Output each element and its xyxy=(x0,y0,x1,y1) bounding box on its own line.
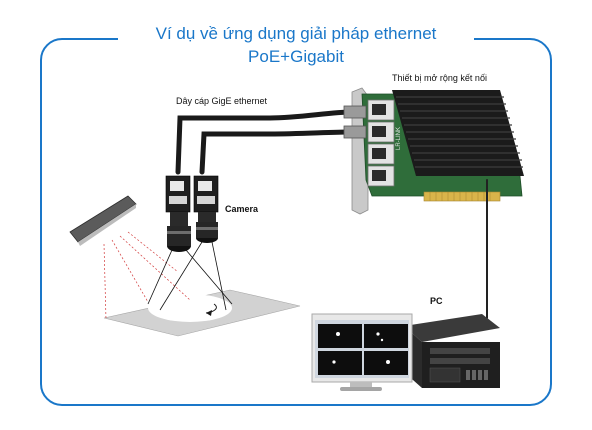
brand-mark: LR-LINK xyxy=(396,127,402,150)
cable-label: Dây cáp GigE ethernet xyxy=(176,96,268,106)
camera-label: Camera xyxy=(225,204,259,214)
light-bar xyxy=(69,195,137,246)
rj45-ports xyxy=(367,99,395,187)
expansion-card: LR-LINK xyxy=(351,87,524,215)
monitor xyxy=(311,313,413,391)
cameras xyxy=(165,175,219,252)
pc-tower xyxy=(404,314,500,388)
title-line-2: PoE+Gigabit xyxy=(248,47,344,66)
ethernet-cables xyxy=(175,105,488,319)
inspection-plane xyxy=(103,231,301,337)
diagram-title: Ví dụ về ứng dụng giải pháp ethernet PoE… xyxy=(118,22,474,72)
expansion-card-label: Thiết bị mở rộng kết nối xyxy=(392,73,487,83)
title-line-1: Ví dụ về ứng dụng giải pháp ethernet xyxy=(155,24,437,43)
pc-label: PC xyxy=(430,296,443,306)
